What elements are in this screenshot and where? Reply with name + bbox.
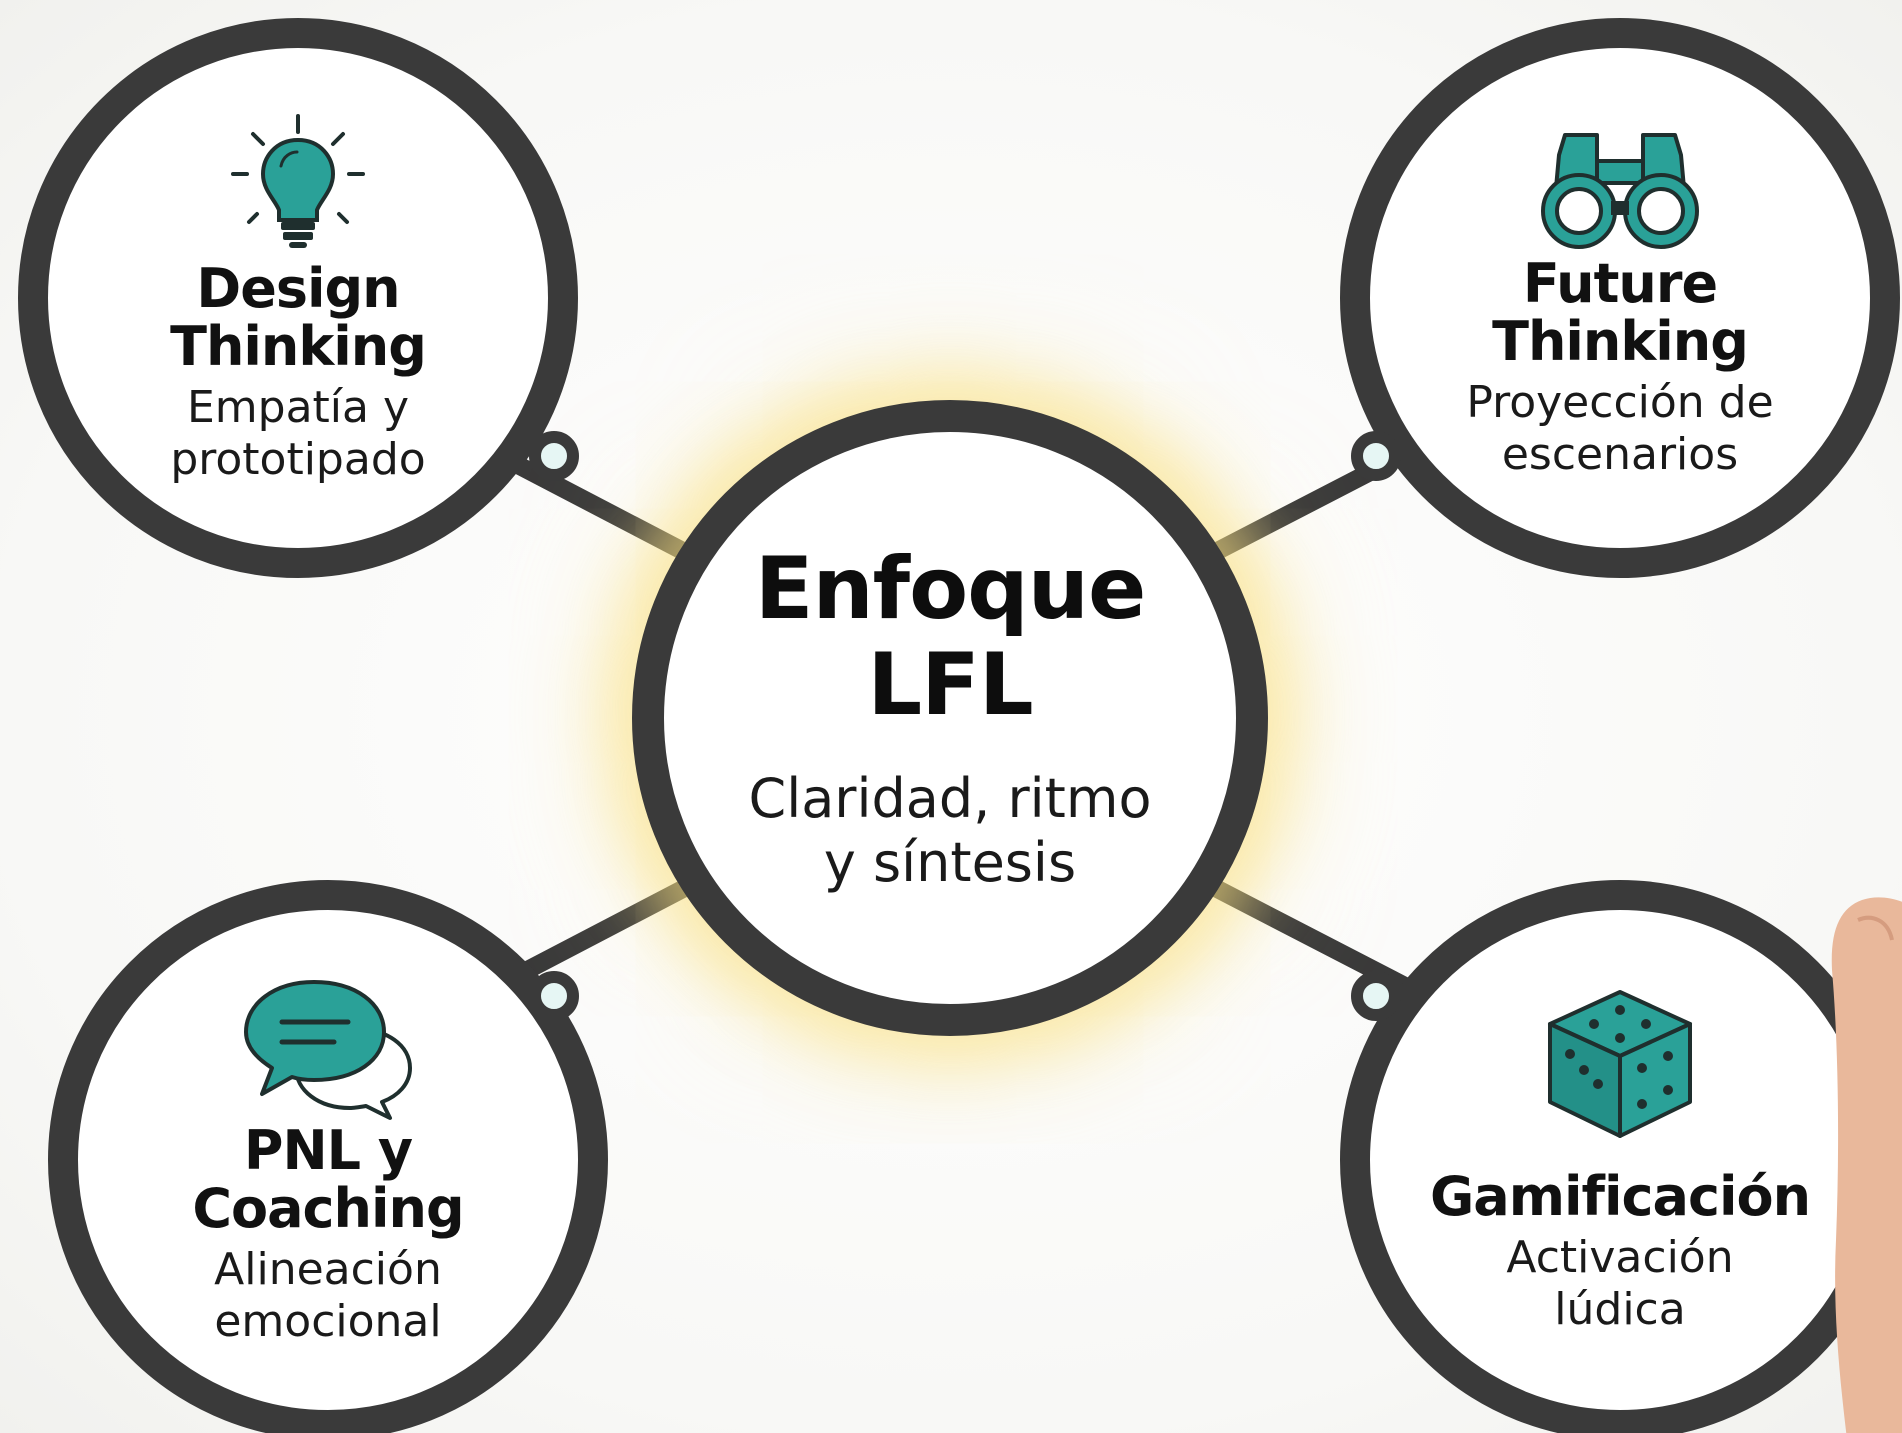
connector-dot-future (1351, 431, 1401, 481)
center-title-line1: Enfoque (754, 539, 1147, 639)
node-subtitle: Empatía y prototipado (170, 382, 425, 486)
node-subtitle: Activación lúdica (1506, 1232, 1733, 1336)
node-subtitle-line1: Alineación (214, 1244, 442, 1295)
center-title-line2: LFL (867, 635, 1033, 735)
connector-dot-design (529, 431, 579, 481)
node-title-line1: Gamificación (1429, 1165, 1811, 1228)
center-subtitle: Claridad, ritmo y síntesis (749, 767, 1152, 895)
hand-image (1831, 897, 1902, 1433)
lightbulb-icon (231, 114, 365, 248)
node-subtitle-line2: prototipado (170, 434, 426, 485)
node-title-line2: Coaching (192, 1177, 464, 1240)
center-subtitle-line2: y síntesis (823, 831, 1077, 894)
connector-dot-gamif (1351, 971, 1401, 1021)
node-subtitle-line2: escenarios (1501, 429, 1739, 480)
node-subtitle: Alineación emocional (214, 1244, 442, 1348)
node-title-line1: Design (196, 257, 400, 320)
node-subtitle-line2: lúdica (1554, 1284, 1686, 1335)
binoculars-icon (1541, 133, 1699, 249)
node-subtitle-line1: Activación (1506, 1232, 1734, 1283)
dice-icon (1548, 990, 1692, 1138)
center-subtitle-line1: Claridad, ritmo (748, 767, 1152, 830)
node-title-line2: Thinking (1492, 310, 1749, 373)
node-title-line1: Future (1522, 252, 1718, 315)
node-title-line2: Thinking (170, 315, 427, 378)
node-subtitle: Proyección de escenarios (1466, 377, 1773, 481)
chat-bubbles-icon (244, 980, 412, 1120)
node-subtitle-line1: Proyección de (1466, 377, 1774, 428)
node-title-line1: PNL y (243, 1119, 413, 1182)
node-subtitle-line2: emocional (214, 1296, 442, 1347)
node-subtitle-line1: Empatía y (186, 382, 410, 433)
connector-dot-pnl (529, 971, 579, 1021)
